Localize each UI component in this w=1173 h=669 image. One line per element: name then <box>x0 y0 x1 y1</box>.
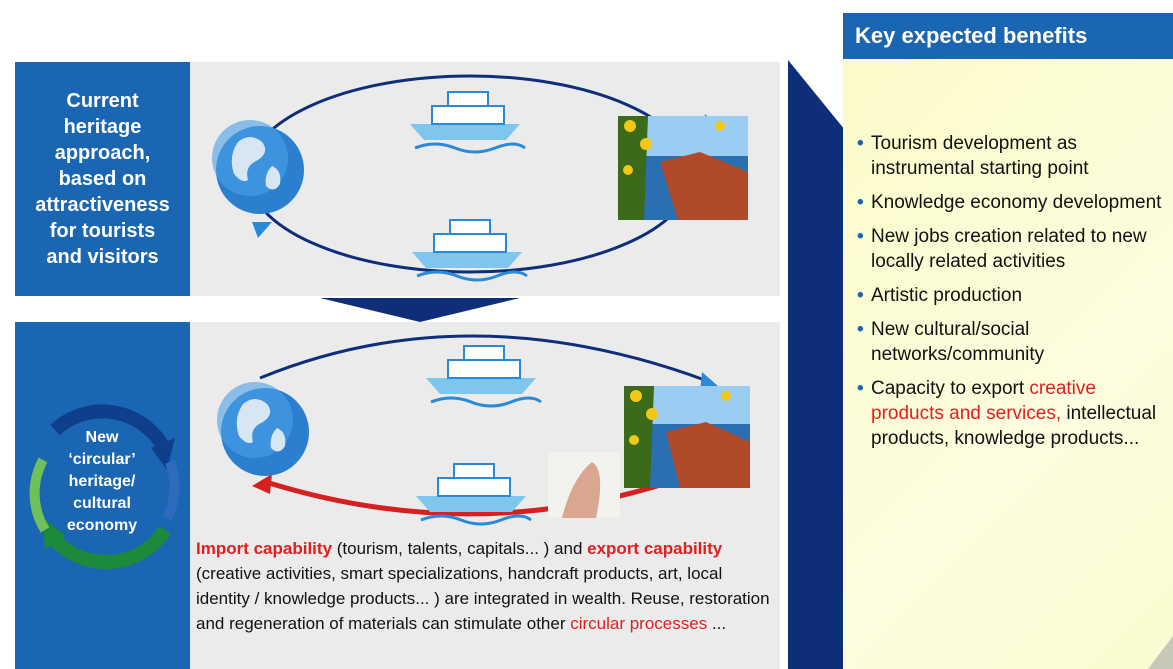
benefit-text: New cultural/social networks/community <box>871 319 1045 365</box>
import-capability-detail: (tourism, talents, capitals... ) and <box>332 539 588 558</box>
benefit-highlight: creative products and services, <box>871 378 1096 424</box>
cruise-ship-icon <box>412 219 528 282</box>
benefit-item: • New cultural/social networks/community <box>857 317 1165 367</box>
export-capability-detail: (creative activities, smart specializati… <box>196 564 770 633</box>
circular-economy-panel <box>15 322 190 669</box>
benefit-text: Tourism development as instrumental star… <box>871 133 1089 179</box>
bullet-icon: • <box>857 133 864 154</box>
label-line: New <box>85 429 119 446</box>
bullet-icon: • <box>857 192 864 213</box>
cruise-ship-icon <box>416 463 532 526</box>
benefits-title: Key expected benefits <box>843 13 1173 59</box>
globe-icon <box>217 382 309 476</box>
benefit-tail: intellectual products, knowledge product… <box>871 403 1157 449</box>
circular-economy-label: New ‘circular’ heritage/ cultural econom… <box>52 427 152 537</box>
coastal-town-photo <box>624 386 750 488</box>
handcraft-photo <box>548 452 620 518</box>
circular-processes-label: circular processes <box>570 614 708 633</box>
label-line: Current <box>66 90 139 112</box>
benefit-text: New jobs creation related to new locally… <box>871 226 1147 272</box>
tourism-cycle-graphic <box>212 74 748 282</box>
bullet-icon: • <box>857 285 864 306</box>
benefit-text: Knowledge economy development <box>871 192 1162 213</box>
label-line: heritage <box>63 116 142 138</box>
bullet-icon: • <box>857 378 864 399</box>
label-line: cultural <box>73 495 131 512</box>
flow-chevron-graphic <box>320 60 845 669</box>
cruise-ship-icon <box>426 345 542 408</box>
bullet-icon: • <box>857 226 864 247</box>
circular-cycle-graphic <box>217 334 750 526</box>
bullet-icon: • <box>857 319 864 340</box>
label-line: approach, <box>54 142 151 164</box>
benefit-item: • Knowledge economy development <box>857 190 1165 215</box>
label-line: ‘circular’ <box>68 451 136 468</box>
label-line: based on <box>58 168 147 190</box>
description-ending: ... <box>707 614 727 633</box>
circular-economy-description: Import capability (tourism, talents, cap… <box>196 536 774 636</box>
coastal-town-photo <box>618 116 748 220</box>
label-line: and visitors <box>46 246 159 268</box>
export-capability-label: export capability <box>587 539 723 558</box>
benefit-item: • Tourism development as instrumental sta… <box>857 131 1165 181</box>
page-curl-graphic <box>1148 636 1173 669</box>
benefit-item: • New jobs creation related to new locall… <box>857 224 1165 274</box>
label-line: economy <box>66 517 138 534</box>
globe-icon <box>212 120 304 214</box>
import-capability-label: Import capability <box>196 539 333 558</box>
benefit-text: Artistic production <box>871 285 1023 306</box>
label-line: for tourists <box>49 220 156 242</box>
current-heritage-approach-label: Current heritage approach, based on attr… <box>23 88 183 270</box>
label-line: attractiveness <box>35 194 170 216</box>
label-line: heritage/ <box>68 473 136 490</box>
benefit-text: Capacity to export <box>871 378 1030 399</box>
circular-arrows-graphic <box>29 404 180 570</box>
benefit-item: • Capacity to export creative products an… <box>857 376 1165 451</box>
current-heritage-approach-panel: Current heritage approach, based on attr… <box>15 62 190 296</box>
cruise-ship-icon <box>410 91 526 154</box>
benefit-item: • Artistic production <box>857 283 1165 308</box>
benefits-list: • Tourism development as instrumental sta… <box>843 59 1173 669</box>
